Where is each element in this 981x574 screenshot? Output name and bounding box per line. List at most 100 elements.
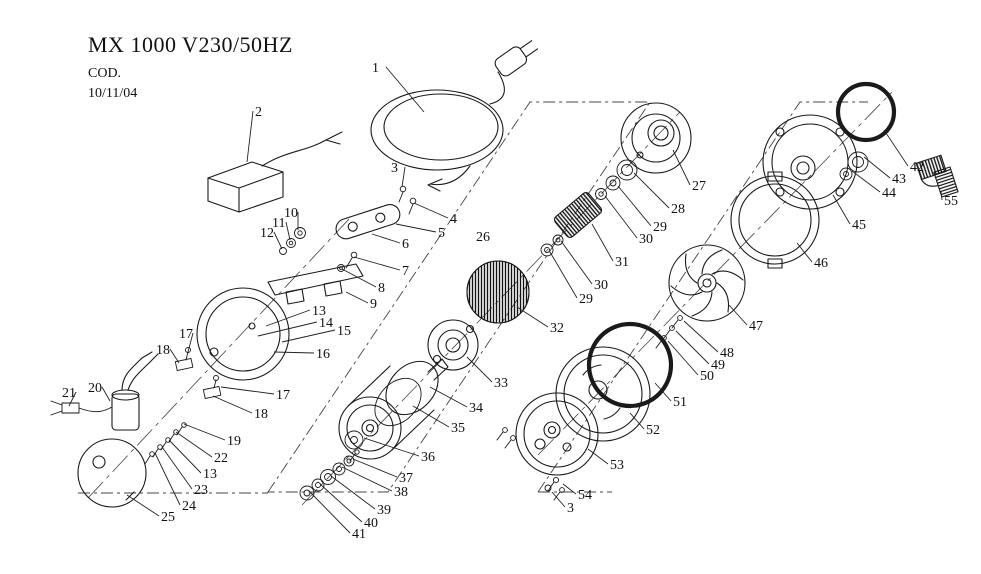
leader-line-39 — [330, 475, 376, 510]
part-label-26: 26 — [476, 230, 490, 245]
part-label-29: 29 — [653, 220, 667, 235]
leader-line-29 — [549, 251, 578, 299]
leader-line-19 — [183, 423, 226, 441]
part-label-18: 18 — [254, 407, 268, 422]
leader-line-52 — [629, 412, 645, 430]
o-ring-42 — [835, 81, 897, 143]
leader-line-32 — [516, 306, 549, 328]
part-label-6: 6 — [402, 237, 409, 252]
o-ring-51 — [586, 321, 674, 409]
leader-line-49 — [675, 330, 710, 365]
leader-line-4 — [413, 202, 449, 219]
leader-line-22 — [175, 431, 213, 458]
part-label-17: 17 — [179, 327, 193, 342]
clamps-17-18 — [174, 347, 222, 400]
mech-seal — [427, 319, 479, 371]
leader-line-36 — [363, 437, 420, 457]
screw-washer-7-8 — [337, 251, 358, 272]
part-label-51: 51 — [673, 395, 687, 410]
leader-line-21 — [68, 391, 77, 407]
part-label-22: 22 — [214, 451, 228, 466]
leader-line-46 — [796, 242, 813, 263]
end-shield — [762, 114, 858, 210]
part-label-45: 45 — [852, 218, 866, 233]
leader-line-7 — [353, 256, 401, 271]
leader-line-38 — [341, 466, 393, 492]
part-label-29: 29 — [579, 292, 593, 307]
cable-lug — [50, 400, 113, 416]
leader-line-5 — [395, 223, 437, 233]
bushings-10-11-12 — [279, 227, 306, 255]
part-label-13: 13 — [203, 467, 217, 482]
leader-line-43 — [863, 156, 891, 179]
stator — [466, 260, 530, 324]
leader-line-31 — [591, 223, 614, 262]
part-label-25: 25 — [161, 510, 175, 525]
leader-line-11 — [285, 221, 291, 241]
part-label-49: 49 — [711, 358, 725, 373]
leader-line-6 — [371, 233, 401, 244]
leader-line-45 — [832, 194, 851, 225]
leader-line-42 — [883, 129, 909, 167]
part-label-48: 48 — [720, 346, 734, 361]
part-label-23: 23 — [194, 483, 208, 498]
leader-line-1 — [385, 66, 425, 113]
leader-line-30 — [560, 240, 593, 285]
leader-line-47 — [728, 304, 748, 326]
part-label-5: 5 — [438, 226, 445, 241]
leader-line-20 — [101, 386, 111, 402]
part-label-35: 35 — [451, 421, 465, 436]
part-label-33: 33 — [494, 376, 508, 391]
part-label-18: 18 — [156, 343, 170, 358]
screw-row — [144, 422, 187, 465]
part-label-4: 4 — [450, 212, 457, 227]
part-label-52: 52 — [646, 423, 660, 438]
washers-37-41 — [299, 455, 355, 501]
fan — [668, 244, 746, 322]
rotor — [338, 358, 449, 460]
capacitor — [111, 351, 159, 431]
leader-line-14 — [257, 321, 318, 337]
leader-line-37 — [352, 458, 398, 478]
part-label-14: 14 — [319, 316, 333, 331]
base-plate — [77, 438, 147, 508]
leader-line-13 — [265, 309, 311, 327]
power-cord — [370, 40, 538, 192]
part-label-13: 13 — [312, 304, 326, 319]
leader-line-54 — [562, 483, 577, 495]
pump-ring — [196, 287, 290, 381]
part-label-19: 19 — [227, 434, 241, 449]
leader-line-17 — [220, 386, 275, 395]
code-label: COD. — [88, 66, 122, 81]
part-label-16: 16 — [316, 347, 330, 362]
leader-line-8 — [341, 268, 377, 288]
part-label-54: 54 — [578, 488, 592, 503]
leader-line-12 — [273, 231, 283, 250]
leader-line-23 — [161, 446, 193, 490]
part-label-3: 3 — [391, 161, 398, 176]
bearing-43-44 — [839, 151, 869, 181]
leader-line-44 — [851, 170, 881, 193]
date-label: 10/11/04 — [88, 86, 138, 101]
elbow-fitting — [915, 154, 959, 198]
part-label-32: 32 — [550, 321, 564, 336]
part-labels: 1234567891011121314151617181718192021221… — [62, 61, 958, 542]
part-label-30: 30 — [639, 232, 653, 247]
leader-line-3 — [551, 491, 566, 508]
clamp-band — [730, 171, 820, 269]
leader-line-24 — [154, 452, 181, 506]
switch-box — [207, 131, 343, 213]
part-label-34: 34 — [469, 401, 483, 416]
part-label-27: 27 — [692, 179, 706, 194]
leader-line-30 — [604, 195, 638, 239]
part-label-36: 36 — [421, 450, 435, 465]
leader-line-28 — [633, 172, 670, 209]
part-label-43: 43 — [892, 172, 906, 187]
terminal-plate — [335, 204, 401, 240]
leader-line-48 — [683, 320, 719, 353]
bracket — [267, 263, 364, 305]
rings-28-29-30 — [540, 159, 638, 257]
leader-line-41 — [308, 490, 351, 534]
part-label-31: 31 — [615, 255, 629, 270]
